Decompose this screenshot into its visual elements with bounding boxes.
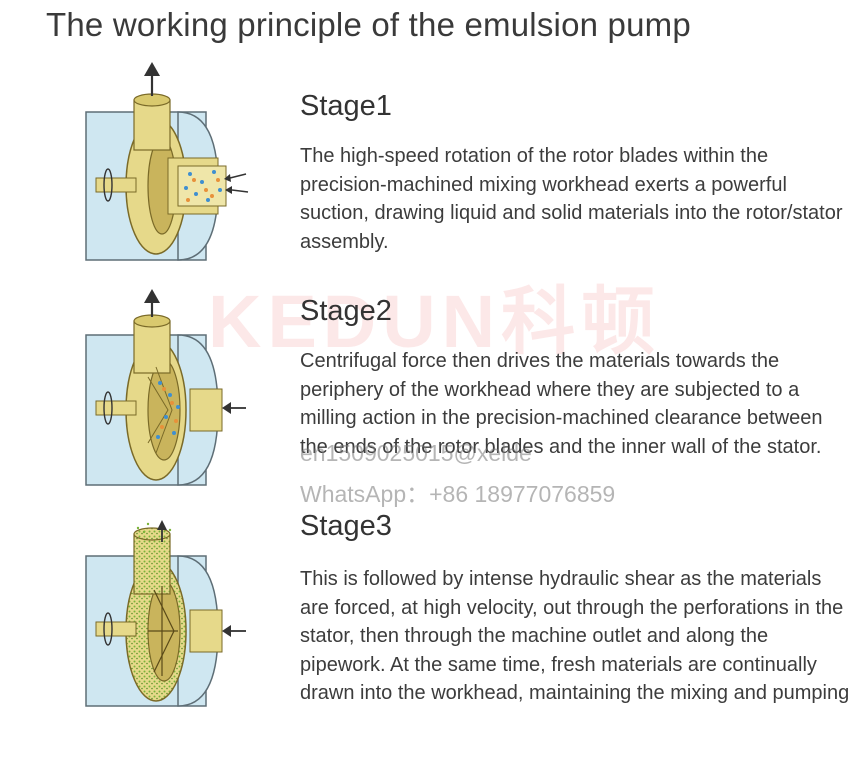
page-title: The working principle of the emulsion pu… xyxy=(46,6,691,43)
stage-2-illustration xyxy=(85,289,246,486)
stage-3-title: Stage3 xyxy=(300,510,392,542)
stage-3-illustration xyxy=(85,520,246,707)
stage-2-description: Centrifugal force then drives the materi… xyxy=(300,350,823,458)
stage-2-title: Stage2 xyxy=(300,295,392,327)
stage-3: Stage3 This is followed by intense hydra… xyxy=(0,510,867,735)
stage-1-illustration xyxy=(85,62,249,261)
stage-2: Stage2 Centrifugal force then drives the… xyxy=(0,287,867,497)
stage-1-title: Stage1 xyxy=(300,90,392,122)
stage-1-description: The high-speed rotation of the rotor bla… xyxy=(300,145,843,253)
stage-1: Stage1 The high-speed rotation of the ro… xyxy=(0,62,867,267)
stage-3-description: This is followed by intense hydraulic sh… xyxy=(300,568,850,704)
